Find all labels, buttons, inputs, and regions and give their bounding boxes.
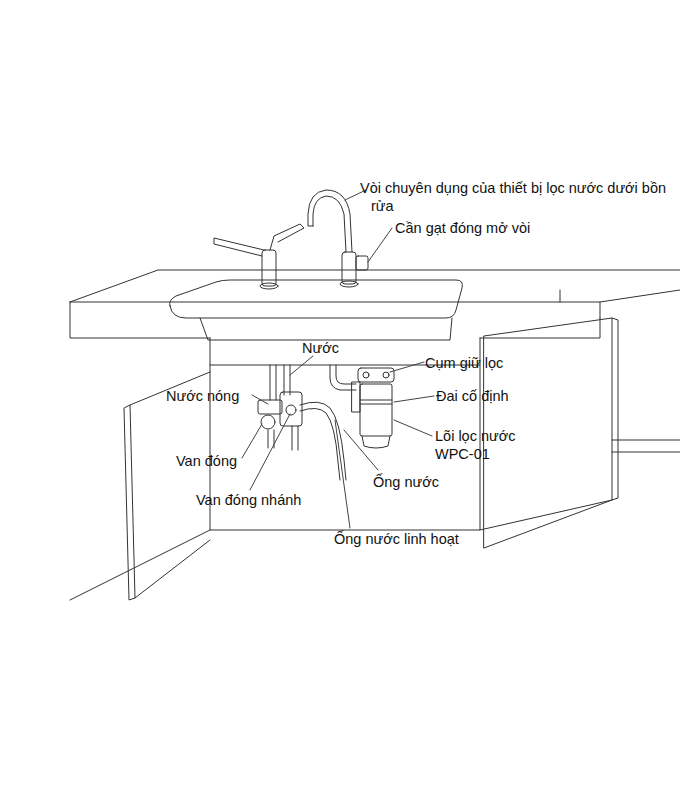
callout-label: Vòi chuyên dụng của thiết bị lọc nước dư… — [360, 179, 676, 215]
callout-label: Van đóng nhánh — [196, 491, 301, 509]
left-door — [130, 372, 210, 598]
wall-line — [560, 290, 561, 302]
counter-front — [70, 302, 210, 338]
sink-bowl — [200, 318, 452, 340]
sink-basin — [170, 280, 463, 318]
filter-band — [360, 400, 392, 404]
callout-label: Ống nước — [373, 473, 439, 491]
right-door-edge — [612, 318, 618, 500]
counter-edge — [70, 290, 680, 302]
callout-label: Cụm giữ lọc — [425, 354, 503, 372]
callout-label: Ống nước linh hoạt — [334, 530, 459, 548]
callout-label: Van đóng — [176, 452, 237, 470]
filter-faucet — [308, 190, 368, 287]
callout-label: Cần gạt đóng mở vòi — [395, 219, 530, 237]
faucet-lever — [356, 256, 368, 270]
callout-label: Nước — [302, 339, 339, 357]
counter-edge — [600, 302, 601, 318]
counter-top — [70, 270, 680, 302]
callout-label: Nước nóng — [166, 387, 239, 405]
wall-line — [612, 440, 680, 452]
main-faucet — [214, 224, 304, 289]
callout-label: Lõi lọc nước WPC-01 — [435, 427, 547, 463]
left-door-edge — [124, 405, 135, 600]
water-filter — [352, 368, 394, 448]
callout-label: Đai cố định — [436, 387, 509, 405]
